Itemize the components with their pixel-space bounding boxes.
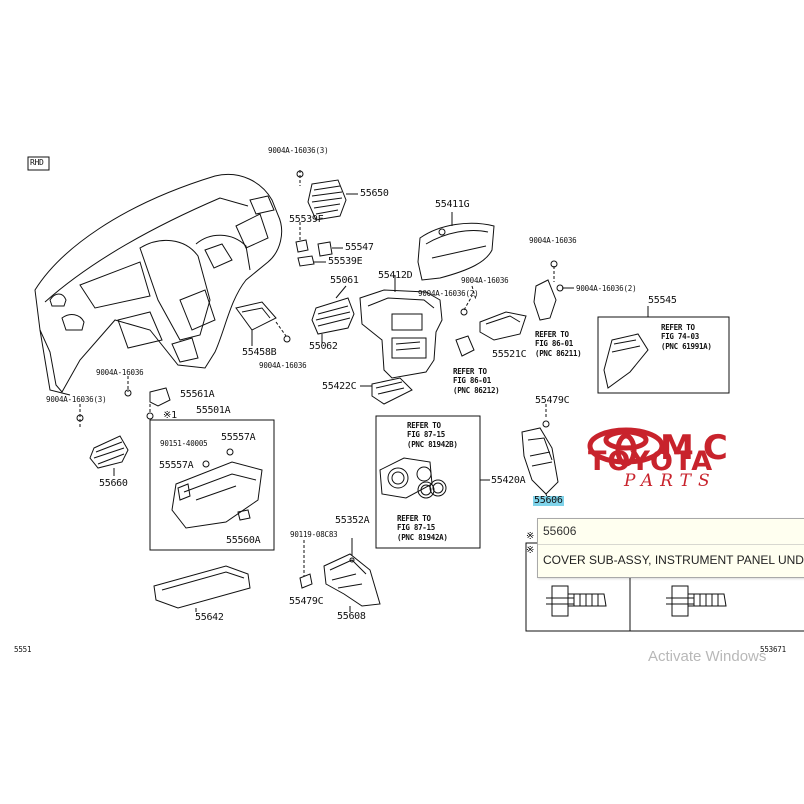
toyota-emblem-icon	[587, 427, 665, 467]
callout-55606[interactable]: 55606	[533, 495, 564, 506]
activate-windows-watermark: Activate Windows	[648, 648, 767, 665]
callout-55422c[interactable]: 55422C	[322, 381, 357, 392]
callout-55539f[interactable]: 55539F	[289, 214, 324, 225]
logo-toyota-text: TOYOTA	[588, 446, 714, 477]
lower-part-55422c	[360, 377, 413, 405]
callout-55521c[interactable]: 55521C	[492, 349, 527, 360]
callout-55352a[interactable]: 55352A	[335, 515, 370, 526]
clips-5553x	[295, 222, 343, 267]
vent-55650	[296, 170, 358, 221]
page-number-left: 5551	[14, 645, 32, 654]
page-number-right: 553671	[760, 645, 786, 654]
refer-note-87-15-b[interactable]: REFER TO FIG 87-15 (PNC 81942A)	[397, 514, 448, 542]
callout-55650[interactable]: 55650	[360, 188, 389, 199]
callout-90151-40005[interactable]: 90151-40005	[160, 439, 208, 448]
callout-55539e[interactable]: 55539E	[328, 256, 363, 267]
refer-note-87-15-a[interactable]: REFER TO FIG 87-15 (PNC 81942B)	[407, 421, 458, 449]
refer-note-86-01-b[interactable]: REFER TO FIG 86-01 (PNC 86212)	[453, 367, 500, 395]
instrument-panel-drawing	[34, 174, 283, 396]
glove-box-55501a	[149, 419, 275, 551]
tooltip-part-code: 55606	[543, 524, 577, 538]
refer-note-74-03[interactable]: REFER TO FIG 74-03 (PNC 61991A)	[661, 323, 712, 351]
bracket-55545	[533, 260, 730, 394]
callout-55062[interactable]: 55062	[309, 341, 338, 352]
callout-55557a-1[interactable]: 55557A	[221, 432, 256, 443]
rhd-label: RHD	[30, 158, 44, 167]
callout-55608[interactable]: 55608	[337, 611, 366, 622]
mc-toyota-parts-logo: MC TOYOTA PARTS	[586, 426, 796, 496]
vent-55660	[89, 435, 129, 476]
callout-55557a-2[interactable]: 55557A	[159, 460, 194, 471]
tray-55642	[153, 565, 251, 612]
rhd-box	[27, 156, 50, 171]
left-clips	[76, 376, 171, 428]
callout-9004a-16036-left1[interactable]: 9004A-16036	[96, 368, 144, 377]
tooltip-part-description: COVER SUB-ASSY, INSTRUMENT PANEL UNDER, …	[543, 553, 804, 567]
callout-55560a[interactable]: 55560A	[226, 535, 261, 546]
callout-55501a[interactable]: 55501A	[196, 405, 231, 416]
callout-55642[interactable]: 55642	[195, 612, 224, 623]
callout-90119-08c83[interactable]: 90119-08C83	[290, 530, 338, 539]
callout-9004a-16036-3-top[interactable]: 9004A-16036(3)	[268, 146, 329, 155]
callout-55411g[interactable]: 55411G	[435, 199, 470, 210]
callout-9004a-16036-3-left2[interactable]: 9004A-16036(3)	[46, 395, 107, 404]
callout-9004a-16036-mid[interactable]: 9004A-16036	[461, 276, 509, 285]
callout-55420a[interactable]: 55420A	[491, 475, 526, 486]
callout-55412d[interactable]: 55412D	[378, 270, 413, 281]
pad-55458b	[235, 301, 291, 346]
callout-55479c-top[interactable]: 55479C	[535, 395, 570, 406]
callout-x-box-2: ※	[526, 545, 535, 556]
callout-9004a-16036-lo[interactable]: 9004A-16036	[259, 361, 307, 370]
switch-box-55420a	[375, 415, 490, 549]
callout-55479c-bot[interactable]: 55479C	[289, 596, 324, 607]
callout-55458b[interactable]: 55458B	[242, 347, 277, 358]
meter-hood-55411g	[417, 212, 495, 281]
callout-55061[interactable]: 55061	[330, 275, 359, 286]
callout-55660[interactable]: 55660	[99, 478, 128, 489]
callout-9004a-16036-r1[interactable]: 9004A-16036	[529, 236, 577, 245]
callout-9004a-16036-2-mid[interactable]: 9004A-16036(2)	[418, 289, 479, 298]
vent-55061	[311, 285, 355, 344]
callout-x-box: ※	[526, 531, 535, 542]
callout-x1: ※1	[163, 410, 177, 421]
part-tooltip: 55606 COVER SUB-ASSY, INSTRUMENT PANEL U…	[537, 518, 804, 578]
logo-parts-text: PARTS	[624, 471, 717, 491]
tooltip-divider	[538, 544, 804, 545]
cover-55608	[299, 538, 381, 612]
callout-55561a[interactable]: 55561A	[180, 389, 215, 400]
callout-9004a-16036-2-right[interactable]: 9004A-16036(2)	[576, 284, 637, 293]
refer-note-86-01-a[interactable]: REFER TO FIG 86-01 (PNC 86211)	[535, 330, 582, 358]
logo-mc-text: MC	[660, 428, 737, 468]
callout-55545[interactable]: 55545	[648, 295, 677, 306]
callout-55547[interactable]: 55547	[345, 242, 374, 253]
cover-55606	[521, 404, 559, 501]
bracket-55521c	[455, 285, 527, 357]
center-cluster-55412d	[359, 275, 443, 379]
